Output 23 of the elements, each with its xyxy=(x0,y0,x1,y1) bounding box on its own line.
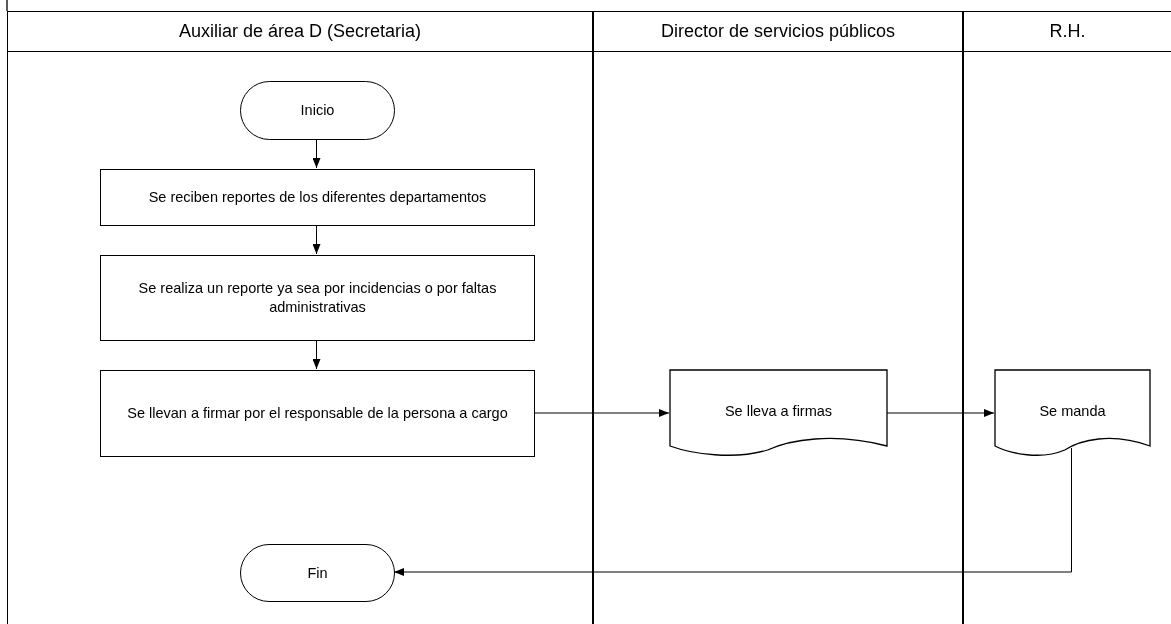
step-text: Se lleva a firmas xyxy=(723,402,834,421)
arrow xyxy=(312,138,321,169)
step-text: Se realiza un reporte ya sea por incidencias o por faltas administrativas xyxy=(137,279,498,317)
process-box xyxy=(100,255,535,341)
lane-header: R.H. xyxy=(1049,21,1086,42)
swimlane xyxy=(593,11,963,624)
step-text: Se llevan a firmar por el responsable de la persona a cargo xyxy=(127,404,508,423)
step-text: Se reciben reportes de los diferentes departamentos xyxy=(148,188,487,207)
arrow xyxy=(533,409,670,417)
swimlane xyxy=(963,11,1171,624)
document-shape xyxy=(670,370,887,457)
document-shape xyxy=(995,370,1150,457)
process-box xyxy=(100,370,535,457)
lane-header: Director de servicios públicos xyxy=(660,21,896,42)
arrow xyxy=(312,224,321,255)
arrow xyxy=(393,447,1072,576)
arrow xyxy=(312,339,321,370)
step-text: Inicio xyxy=(300,101,335,120)
step-text: Se manda xyxy=(1038,402,1107,421)
process-box xyxy=(100,169,535,226)
swimlane xyxy=(7,11,593,624)
step-text: Fin xyxy=(307,563,328,583)
lane-header: Auxiliar de área D (Secretaria) xyxy=(178,21,422,42)
